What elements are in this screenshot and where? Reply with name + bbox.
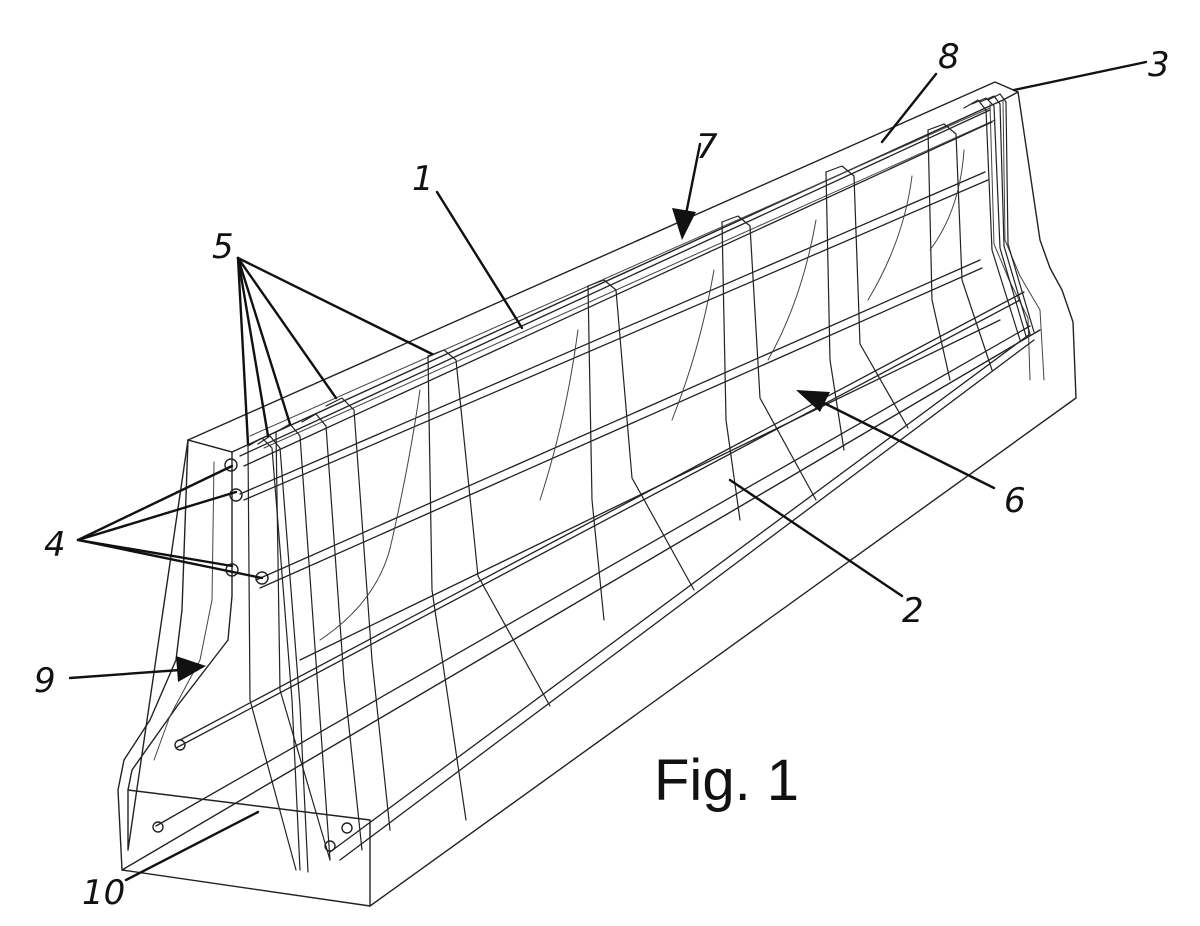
ref-label-8: 8 bbox=[938, 37, 960, 77]
barrier-top-inner-2 bbox=[263, 119, 996, 449]
arrowhead-7 bbox=[672, 208, 696, 240]
leader-10 bbox=[124, 810, 260, 882]
leader-5d bbox=[236, 256, 338, 400]
barrier-far-end-profile bbox=[1002, 99, 1045, 381]
arrowhead-9 bbox=[176, 656, 206, 682]
leader-7 bbox=[684, 142, 702, 216]
barrier-near-base bbox=[127, 789, 371, 907]
ref-label-4: 4 bbox=[44, 525, 66, 565]
leader-1 bbox=[435, 190, 524, 330]
ref-label-5: 5 bbox=[212, 227, 234, 267]
barrier-body bbox=[117, 81, 1077, 907]
reference-labels: 1 2 3 4 5 6 7 8 9 10 bbox=[34, 37, 1170, 913]
leader-5a bbox=[236, 256, 250, 446]
barrier-end-outline bbox=[117, 439, 371, 907]
bar-end-circles bbox=[152, 458, 353, 852]
leader-5b bbox=[236, 256, 270, 438]
leader-4b bbox=[76, 490, 238, 542]
leader-8 bbox=[880, 72, 938, 144]
leader-6 bbox=[816, 398, 996, 490]
leader-3 bbox=[1012, 60, 1148, 92]
barrier-top-inner-1 bbox=[249, 107, 991, 437]
leader-4d bbox=[76, 538, 264, 580]
ref-label-1: 1 bbox=[412, 159, 434, 199]
leader-9 bbox=[68, 668, 182, 680]
ref-label-10: 10 bbox=[82, 873, 125, 913]
ref-label-3: 3 bbox=[1148, 45, 1170, 85]
barrier-base-line bbox=[121, 329, 1041, 871]
leader-5c bbox=[236, 256, 292, 426]
ref-label-6: 6 bbox=[1004, 481, 1026, 521]
arrowhead-6 bbox=[796, 390, 830, 412]
barrier-top-face bbox=[187, 81, 1019, 453]
ref-label-7: 7 bbox=[696, 127, 718, 167]
ref-label-2: 2 bbox=[902, 591, 924, 631]
leader-2 bbox=[728, 478, 904, 598]
barrier-end-inner-line bbox=[153, 461, 215, 761]
stirrups bbox=[247, 93, 1035, 873]
leader-lines bbox=[68, 60, 1148, 882]
ref-label-9: 9 bbox=[34, 661, 56, 701]
barrier-end-face bbox=[127, 439, 233, 851]
inner-shell-curves bbox=[319, 149, 965, 641]
barrier-front-lower-edge bbox=[369, 91, 1077, 907]
figure-caption: Fig. 1 bbox=[654, 748, 799, 813]
leader-5e bbox=[236, 256, 434, 356]
leader-4a bbox=[76, 464, 234, 542]
longitudinal-rebars bbox=[155, 109, 1035, 861]
